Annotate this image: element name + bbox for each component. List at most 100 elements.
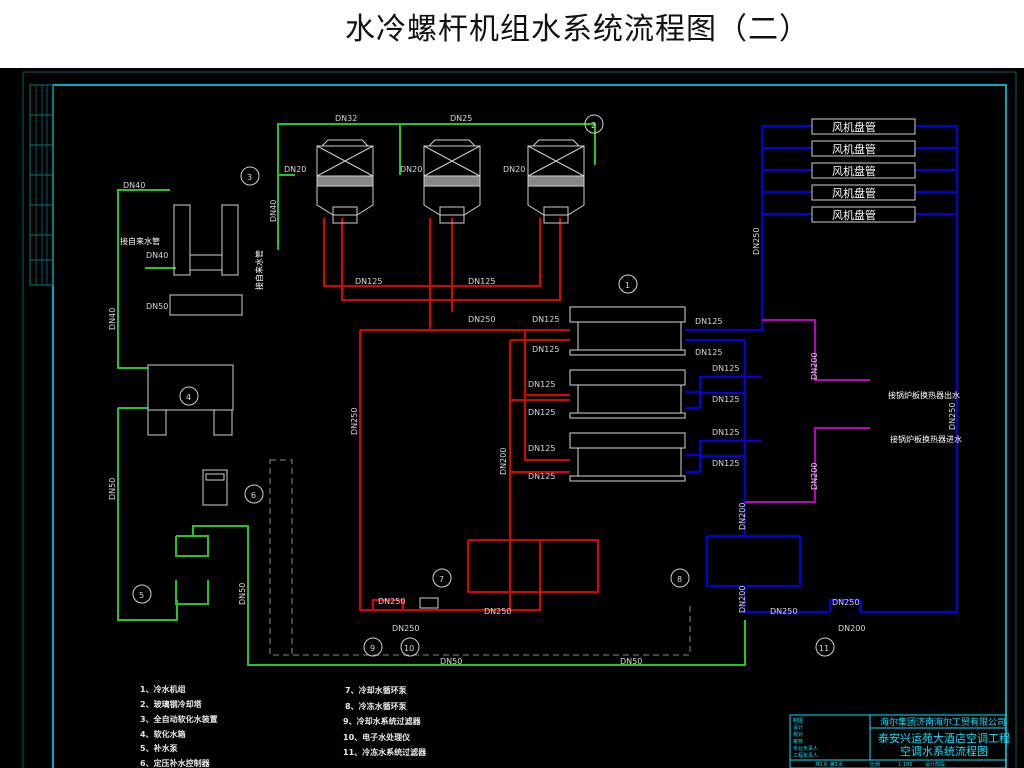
pipe-label: DN125	[468, 277, 495, 286]
pipe-label: DN32	[335, 114, 357, 123]
fan-coil-label: 风机盘管	[832, 208, 876, 222]
pipe-label: DN125	[695, 317, 722, 326]
pipe-label: DN50	[108, 478, 117, 500]
control-line-2	[293, 605, 691, 656]
pipe-label: DN125	[695, 348, 722, 357]
legend-item: 9、冷却水系统过滤器	[343, 716, 422, 726]
boiler-in-label: 接锅炉板换热器进水	[890, 434, 962, 444]
pipe-label: DN50	[146, 302, 168, 311]
drawing-title: 水冷螺杆机组水系统流程图（二）	[345, 12, 810, 47]
pipe-label: DN125	[712, 459, 739, 468]
pipe-label: DN50	[238, 583, 247, 605]
pipe-label: DN200	[810, 353, 819, 380]
pipe-label: DN250	[770, 607, 797, 616]
legend-item: 5、补水泵	[140, 743, 178, 753]
fan-coil-label: 风机盘管	[832, 120, 876, 134]
city-water-label-2: 接自来水管	[254, 250, 264, 290]
chillers	[569, 306, 686, 482]
pipe-label: DN200	[810, 463, 819, 490]
legend-item: 11、冷冻水系统过滤器	[343, 747, 427, 757]
svg-text:制图: 制图	[793, 717, 803, 724]
svg-text:比例: 比例	[870, 761, 880, 768]
legend-item: 2、玻璃钢冷却塔	[140, 699, 203, 709]
legend-item: 8、冷冻水循环泵	[345, 701, 407, 711]
project-name: 泰安兴运苑大酒店空调工程	[878, 731, 1010, 745]
water-softener	[169, 204, 243, 316]
city-water-label: 接自来水管	[120, 236, 160, 246]
boiler-piping	[745, 319, 870, 503]
pipe-label: DN50	[620, 657, 642, 666]
equipment-markers	[132, 114, 835, 657]
pressure-controller	[202, 469, 228, 506]
marker-6: 6	[251, 491, 256, 500]
pipe-label: DN125	[528, 380, 555, 389]
pipe-label: DN125	[532, 345, 559, 354]
svg-text:设计: 设计	[793, 724, 803, 731]
marker-3: 3	[247, 173, 252, 182]
pipe-label: DN250	[350, 408, 359, 435]
pipe-label: DN50	[440, 657, 462, 666]
pipe-label: DN250	[752, 228, 761, 255]
cooling-tower-2	[423, 139, 481, 224]
page-header: 水冷螺杆机组水系统流程图（二）	[0, 0, 1024, 60]
pipe-label: DN125	[528, 408, 555, 417]
marker-11: 11	[819, 644, 829, 653]
legend-item: 4、软化水箱	[140, 729, 186, 739]
chiller-2	[569, 369, 686, 419]
pipe-label: DN125	[532, 315, 559, 324]
water-treatment-device	[419, 597, 439, 609]
svg-text:专业负责人: 专业负责人	[793, 745, 818, 752]
pipe-label: DN20	[503, 165, 525, 174]
flow-diagram: 风机盘管 风机盘管 风机盘管 风机盘管 风机盘管 1 2 3 4 5 6 7 8…	[22, 71, 1017, 768]
pipe-label: DN250	[378, 597, 405, 606]
pipe-label: DN20	[284, 165, 306, 174]
fan-coil-label: 风机盘管	[832, 164, 876, 178]
cad-drawing-canvas: 风机盘管 风机盘管 风机盘管 风机盘管 风机盘管 1 2 3 4 5 6 7 8…	[0, 68, 1024, 768]
marker-8: 8	[677, 575, 682, 584]
pipe-label: DN250	[948, 403, 957, 430]
svg-text:校对: 校对	[793, 731, 803, 738]
makeup-water-piping	[117, 123, 746, 666]
chiller-1	[569, 306, 686, 356]
marker-5: 5	[139, 591, 144, 600]
chilled-water-piping	[685, 125, 958, 613]
cooling-tower-3	[527, 139, 585, 224]
pipe-label: DN125	[528, 472, 555, 481]
pipe-label: DN200	[838, 624, 865, 633]
drawing-name: 空调水系统流程图	[900, 744, 988, 758]
legend-item: 6、定压补水控制器	[140, 758, 211, 768]
svg-text:设计阶段: 设计阶段	[925, 761, 945, 768]
pipe-label: DN20	[400, 165, 422, 174]
softened-water-tank	[147, 364, 234, 436]
pipe-label: DN25	[450, 114, 472, 123]
pipe-label: DN200	[738, 586, 747, 613]
svg-text:1:100: 1:100	[898, 762, 912, 768]
drawing-frame	[22, 71, 1017, 768]
marker-1: 1	[625, 281, 630, 290]
legend-item: 1、冷水机组	[140, 684, 186, 694]
marker-9: 9	[370, 644, 375, 653]
pipe-label: DN250	[392, 624, 419, 633]
pipe-label: DN125	[712, 364, 739, 373]
pipe-label: DN125	[712, 428, 739, 437]
pipe-label: DN250	[832, 598, 859, 607]
marker-10: 10	[404, 644, 414, 653]
title-block: 海尔集团济南海尔工贸有限公司 泰安兴运苑大酒店空调工程 空调水系统流程图 制图 …	[789, 714, 1010, 768]
legend-item: 7、冷却水循环泵	[345, 685, 407, 695]
pipe-label: DN200	[738, 503, 747, 530]
pipe-label: DN40	[123, 181, 145, 190]
boiler-out-label: 接锅炉板换热器出水	[888, 390, 960, 400]
pipe-label: DN125	[528, 444, 555, 453]
pipe-label: DN40	[146, 251, 168, 260]
control-line	[269, 459, 293, 656]
condenser-water-piping	[323, 218, 599, 611]
legend-item: 3、全自动软化水装置	[140, 714, 218, 724]
fan-coil-label: 风机盘管	[832, 142, 876, 156]
cooling-towers	[316, 139, 585, 224]
pipe-label: DN200	[499, 448, 508, 475]
svg-text:共1页 第1页: 共1页 第1页	[815, 761, 843, 768]
pipe-label: DN125	[712, 395, 739, 404]
svg-text:审核: 审核	[793, 738, 803, 745]
marker-4: 4	[186, 393, 191, 402]
cooling-tower-1	[316, 139, 374, 224]
